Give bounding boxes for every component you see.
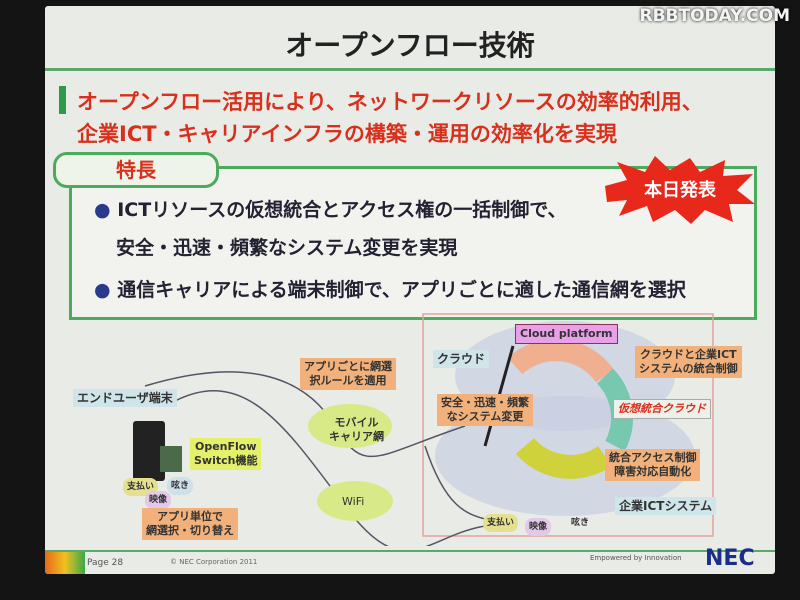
enterprise-ict-label: 企業ICTシステム [615, 497, 717, 515]
bullet-icon: ● [94, 199, 111, 221]
end-user-label: エンドユーザ端末 [73, 389, 177, 407]
features-label: 特長 [53, 152, 219, 188]
presentation-slide: オープンフロー技術 オープンフロー活用により、ネットワークリソースの効率的利用、… [45, 6, 775, 574]
slide-title: オープンフロー技術 [285, 29, 535, 62]
wifi-label: WiFi [342, 495, 365, 508]
cloud-label: クラウド [433, 350, 490, 368]
headline-bar [59, 86, 66, 114]
safe-change-label: 安全・迅速・頻繁なシステム変更 [437, 394, 533, 426]
bullet-icon: ● [94, 279, 111, 301]
app-tweet: 呟き [167, 477, 194, 495]
nec-logo: NEC [705, 546, 755, 571]
per-app-label: アプリ単位で網選択・切り替え [142, 508, 238, 540]
headline-line-1: オープンフロー活用により、ネットワークリソースの効率的利用、 [77, 90, 703, 114]
slide-footer: Page 28 © NEC Corporation 2011 Empowered… [45, 546, 775, 574]
cloud-platform-label: Cloud platform [515, 324, 618, 344]
mobile-network-label: モバイルキャリア網 [329, 416, 384, 443]
cloud-app-pay: 支払い [483, 514, 519, 532]
bullet-2: 通信キャリアによる端末制御で、アプリごとに適した通信網を選択 [117, 279, 686, 301]
bullet-1: ICTリソースの仮想統合とアクセス権の一括制御で、 [117, 199, 567, 221]
virtual-cloud-label: 仮想統合クラウド [613, 399, 711, 419]
announcement-badge: 本日発表 [605, 156, 755, 224]
headline-line-2: 企業ICT・キャリアインフラの構築・運用の効率化を実現 [77, 122, 617, 146]
diagram-lines [133, 313, 714, 546]
rule-label: アプリごとに網選択ルールを適用 [300, 358, 396, 390]
cloud-app-video: 映像 [525, 518, 552, 536]
app-video: 映像 [145, 491, 172, 509]
starburst-icon [605, 156, 755, 224]
copyright: © NEC Corporation 2011 [170, 558, 258, 566]
cloud-app-tweet: 呟き [571, 518, 590, 528]
access-control-label: 統合アクセス制御障害対応自動化 [605, 449, 701, 481]
bullet-1-cont: 安全・迅速・頻繁なシステム変更を実現 [116, 237, 458, 259]
page-number: Page 28 [87, 558, 124, 568]
footer-accent [45, 552, 85, 574]
title-divider [45, 68, 775, 71]
watermark: RBBTODAY.COM [639, 6, 791, 26]
tagline: Empowered by Innovation [590, 554, 682, 562]
